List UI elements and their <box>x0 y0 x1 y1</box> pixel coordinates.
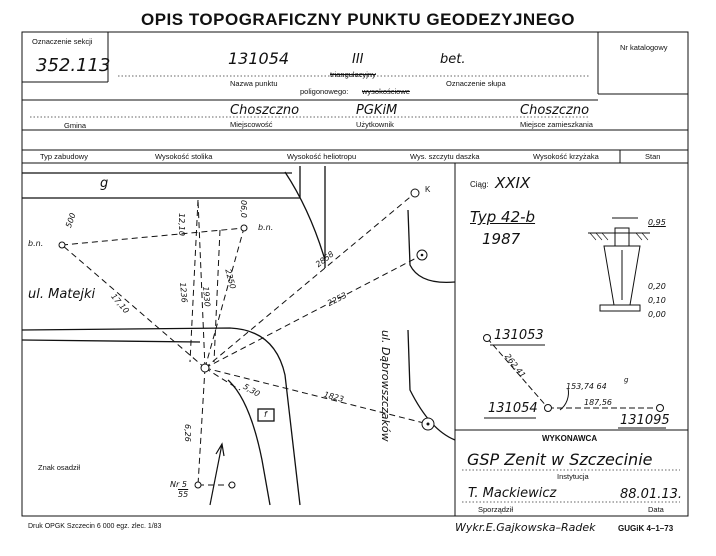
form-code: GUGiK 4–1–73 <box>618 524 674 533</box>
point-number: 131054 <box>228 49 290 68</box>
point-height-struck: wysokościowe <box>362 87 410 96</box>
town-label: Miejscowość <box>230 120 273 129</box>
ciag-label: Ciąg: <box>470 180 489 189</box>
year-value: 1987 <box>482 230 521 248</box>
angle-label: 153,74 64 <box>566 382 607 391</box>
bn-label-left: b.n. <box>28 239 44 248</box>
dimension-label: 0,20 <box>648 282 666 291</box>
author-value: T. Mackiewicz <box>468 486 557 501</box>
point-name-label: Nazwa punktu <box>230 79 278 88</box>
angle-unit-label: g <box>624 376 629 384</box>
marker-placed-label: Znak osadził <box>38 463 81 472</box>
commune-label: Gmina <box>64 121 87 130</box>
building-label: g <box>100 176 109 191</box>
street-edge <box>21 327 301 506</box>
nr-point-marker <box>194 481 202 489</box>
small-building-label: f <box>264 410 267 419</box>
dimension-label: 0,00 <box>648 310 666 319</box>
print-info: Druk OPGK Szczecin 6 000 egz. zlec. 1/83 <box>28 523 162 530</box>
column-header: Wys. szczytu daszka <box>410 152 480 161</box>
executor-label: WYKONAWCA <box>542 434 598 443</box>
point-label: 131054 <box>488 401 538 416</box>
k-point-marker <box>410 188 420 198</box>
k-label: K <box>425 185 431 194</box>
point-type-label: poligonowego: <box>300 87 349 96</box>
point-type-struck: triangulacyjny <box>330 70 376 79</box>
dimension-label: 0,10 <box>648 296 666 305</box>
column-header: Wysokość krzyżaka <box>533 152 599 161</box>
main-point-marker <box>200 363 210 373</box>
author-label: Sporządził <box>478 505 514 514</box>
small-building <box>257 408 275 422</box>
measurement-lines <box>61 192 429 486</box>
nr-sub-label: 55 <box>178 490 189 499</box>
date-value: 88.01.13. <box>620 487 683 502</box>
point-label: 131095 <box>620 413 670 428</box>
nr-point-marker <box>228 481 236 489</box>
distance-label: 187,56 <box>584 398 612 407</box>
column-header: Wysokość heliotropu <box>287 152 357 161</box>
column-header: Wysokość stolika <box>155 152 213 161</box>
institution-value: GSP Zenit w Szczecinie <box>467 450 653 469</box>
type-value: Typ 42-b <box>470 208 536 226</box>
road-edge <box>284 171 326 261</box>
street-edge <box>407 209 456 284</box>
street-edge <box>21 339 201 343</box>
page-title: OPIS TOPOGRAFICZNY PUNKTU GEODEZYJNEGO <box>141 10 575 29</box>
point-marker: bet. <box>440 52 466 67</box>
bn-point-marker <box>240 224 248 232</box>
residence-value: Choszczno <box>520 103 590 118</box>
user-value: PGKiM <box>356 103 398 118</box>
north-arrow <box>209 442 225 506</box>
bn-label-right: b.n. <box>258 223 274 232</box>
dimension-label: 0,95 <box>648 218 666 227</box>
section-value: 352.113 <box>36 55 111 76</box>
residence-label: Miejsce zamieszkania <box>520 120 593 129</box>
user-label: Użytkownik <box>356 120 394 129</box>
institution-label: Instytucja <box>557 472 589 481</box>
street-label: ul. Matejki <box>28 287 96 302</box>
date-label: Data <box>648 505 664 514</box>
point-class: III <box>352 52 364 67</box>
column-header: Stan <box>645 152 661 161</box>
ciag-value: XXIX <box>495 174 531 192</box>
town-value: Choszczno <box>230 103 300 118</box>
catalog-label: Nr katalogowy <box>620 43 668 52</box>
point-label: 131053 <box>494 328 544 343</box>
section-label: Oznaczenie sekcji <box>32 37 93 46</box>
point-marker-label: Oznaczenie słupa <box>446 79 506 88</box>
bn-point-marker <box>58 241 66 249</box>
nr-label: Nr 5 <box>170 480 187 489</box>
drawn-by: Wykr.E.Gajkowska–Radek <box>455 521 596 534</box>
column-header: Typ zabudowy <box>40 152 88 161</box>
